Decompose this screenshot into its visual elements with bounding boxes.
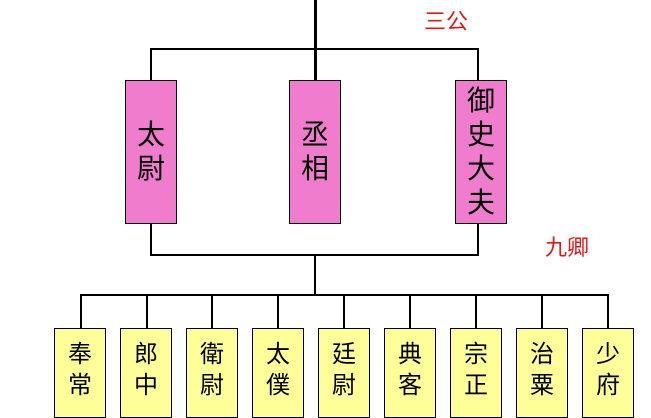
jiuqing-drop-line-7 <box>475 294 477 330</box>
jiuqing-drop-line-9 <box>607 294 609 330</box>
box-char: 中 <box>134 371 158 399</box>
box-char: 夫 <box>466 186 495 219</box>
jiuqing-drop-line-1 <box>80 294 82 330</box>
sangong-box-chengxiang: 丞 相 <box>289 80 341 224</box>
box-char: 御 <box>466 84 495 117</box>
jiuqing-box-fengchang: 奉 常 <box>54 328 106 418</box>
jiuqing-box-zongzheng: 宗 正 <box>450 328 502 418</box>
box-char: 廷 <box>332 340 356 368</box>
box-char: 尉 <box>136 152 165 185</box>
trunk-top-line <box>314 0 317 50</box>
sangong-box-taiwei: 太 尉 <box>125 80 177 224</box>
jiuqing-box-dianke: 典 客 <box>384 328 436 418</box>
box-char: 常 <box>68 371 92 399</box>
jiuqing-box-tingwei: 廷 尉 <box>318 328 370 418</box>
sangong-drop-line-3 <box>477 48 479 82</box>
box-char: 奉 <box>68 340 92 368</box>
box-char: 衛 <box>200 340 224 368</box>
sangong-drop-line-2 <box>314 48 317 82</box>
box-char: 尉 <box>332 371 356 399</box>
jiuqing-drop-line-5 <box>343 294 345 330</box>
box-char: 粟 <box>530 371 554 399</box>
jiuqing-drop-line-2 <box>146 294 148 330</box>
box-char: 正 <box>464 371 488 399</box>
jiuqing-box-zhisu: 治 粟 <box>516 328 568 418</box>
box-char: 丞 <box>300 118 329 151</box>
box-char: 治 <box>530 340 554 368</box>
jiuqing-drop-line-8 <box>541 294 543 330</box>
box-char: 郎 <box>134 340 158 368</box>
jiuqing-drop-line-6 <box>409 294 411 330</box>
sangong-rise-line-3 <box>477 223 479 256</box>
box-char: 尉 <box>200 371 224 399</box>
box-char: 太 <box>266 340 290 368</box>
box-char: 宗 <box>464 340 488 368</box>
jiuqing-box-taipu: 太 僕 <box>252 328 304 418</box>
box-char: 太 <box>136 118 165 151</box>
box-char: 典 <box>398 340 422 368</box>
box-char: 相 <box>300 152 329 185</box>
box-char: 僕 <box>266 371 290 399</box>
box-char: 大 <box>466 152 495 185</box>
box-char: 客 <box>398 371 422 399</box>
sangong-rise-line-1 <box>150 223 152 256</box>
trunk-middle-line <box>314 254 316 296</box>
jiuqing-drop-line-3 <box>211 294 213 330</box>
jiuqing-box-langzhong: 郎 中 <box>120 328 172 418</box>
jiuqing-box-weiwei: 衛 尉 <box>186 328 238 418</box>
sangong-label: 三公 <box>424 10 469 35</box>
box-char: 府 <box>596 371 620 399</box>
sangong-box-yushidafu: 御 史 大 夫 <box>455 80 507 224</box>
jiuqing-label: 九卿 <box>545 236 590 261</box>
jiuqing-box-shaofu: 少 府 <box>582 328 634 418</box>
box-char: 少 <box>596 340 620 368</box>
box-char: 史 <box>466 118 495 151</box>
sangong-drop-line-1 <box>150 48 152 82</box>
jiuqing-drop-line-4 <box>277 294 279 330</box>
